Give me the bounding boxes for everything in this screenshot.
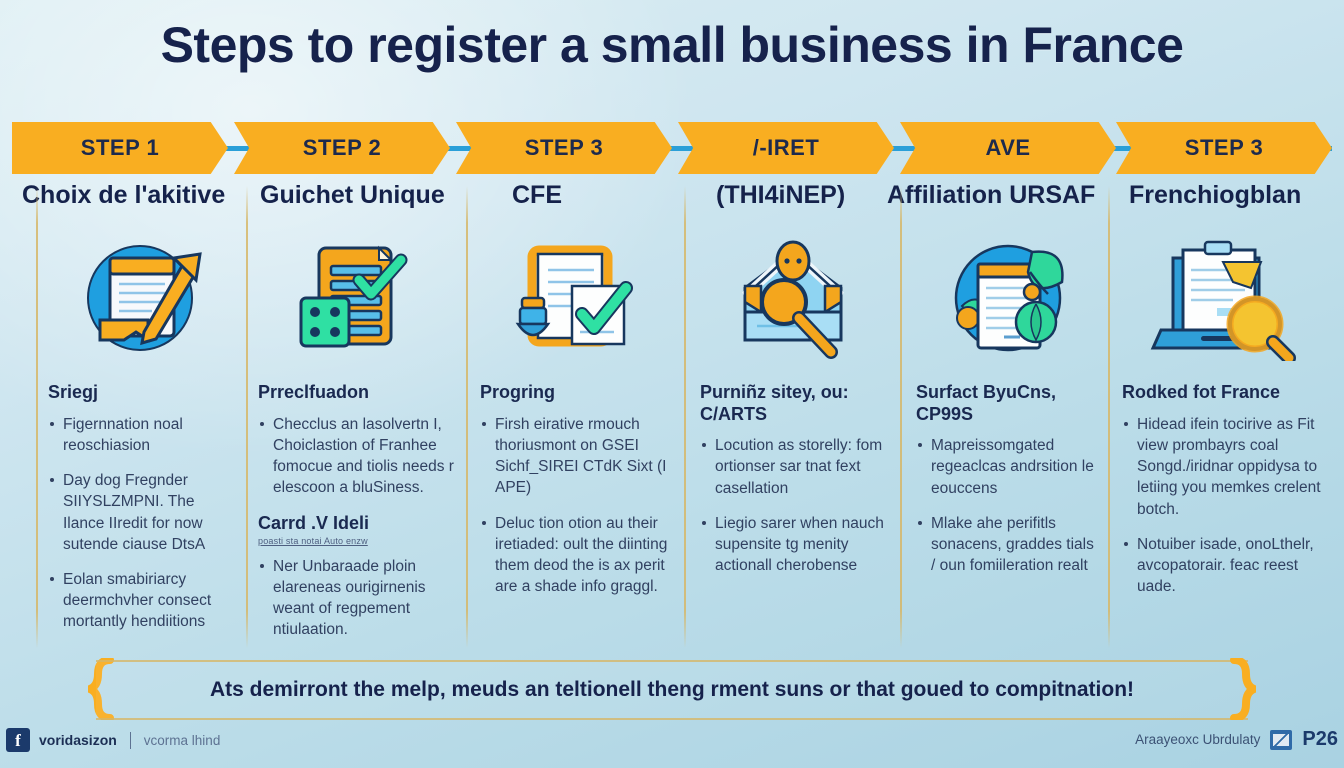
step-column-4: Purniñz sitey, ou: C/ARTS Locution as st…: [700, 232, 886, 591]
column-heading-3: CFE: [512, 181, 562, 209]
globe-document-leaf-icon: [916, 232, 1102, 364]
page-title: Steps to register a small business in Fr…: [160, 17, 1184, 73]
step-ribbon-3[interactable]: STEP 3: [456, 122, 672, 174]
footer-handle: voridasizon: [39, 732, 117, 748]
step-ribbon-6[interactable]: STEP 3: [1116, 122, 1332, 174]
column-heading-5: Affiliation URSAF: [887, 181, 1096, 209]
house-magnifier-icon: [700, 232, 886, 364]
bullet-item: Locution as storelly: fom ortionser sar …: [700, 435, 886, 499]
step-ribbon-band: STEP 1 STEP 2 STEP 3 /-IRET AVE STEP 3: [12, 122, 1332, 174]
footer-divider: [129, 731, 131, 749]
bullet-item: Figernnation noal reoschiasion: [48, 414, 238, 456]
step-ribbon-5[interactable]: AVE: [900, 122, 1116, 174]
column-2-bullets: Checclus an lasolvertn I, Choiclastion o…: [258, 414, 454, 499]
footer-subtext: vcorma lhind: [143, 732, 221, 748]
left-brace-icon: [88, 658, 114, 720]
bullet-item: Hidead ifein tocirive as Fit view promba…: [1122, 414, 1322, 520]
column-separator-4: [684, 186, 686, 648]
brand-logo-icon: [1270, 729, 1293, 750]
callout-text: Ats demirront the melp, meuds an teltion…: [209, 678, 1135, 701]
bullet-item: Ner Unbaraade ploin elareneas ourigirnen…: [258, 556, 454, 641]
bullet-item: Deluc tion otion au their iretiaded: oul…: [480, 513, 670, 598]
column-headings-row: Choix de l'akitive Guichet Unique CFE (T…: [12, 181, 1332, 226]
callout-banner: Ats demirront the melp, meuds an teltion…: [96, 660, 1248, 720]
bullet-item: Mlake ahe perifitls sonacens, graddes ti…: [916, 513, 1102, 577]
column-heading-2: Guichet Unique: [260, 181, 445, 209]
bullet-item: Mapreissomgated regeaclcas andrsition le…: [916, 435, 1102, 499]
footer-right: Araayeoxc Ubrdulaty P26: [1135, 728, 1338, 751]
column-2-body-heading: Prreclfuadon: [258, 382, 370, 402]
bullet-item: Checclus an lasolvertn I, Choiclastion o…: [258, 414, 454, 499]
connector-line: [12, 146, 1332, 151]
step-ribbon-1[interactable]: STEP 1: [12, 122, 228, 174]
column-separator-1: [36, 186, 38, 648]
column-heading-1: Choix de l'akitive: [22, 181, 226, 209]
column-separator-6: [1108, 186, 1110, 648]
column-2-sub-heading: Carrd .V Ideli: [258, 512, 370, 533]
right-brace-icon: [1230, 658, 1256, 720]
step-ribbon-2[interactable]: STEP 2: [234, 122, 450, 174]
brand-name: P26: [1302, 728, 1338, 750]
column-1-body-heading: Sriegj: [48, 382, 99, 402]
column-separator-2: [246, 186, 248, 648]
column-3-body-heading: Progring: [480, 382, 555, 402]
column-3-bullets: Firsh eirative rmouch thoriusmont on GSE…: [480, 414, 670, 598]
orange-document-check-dice-icon: [258, 232, 454, 364]
footer-left: f voridasizon vcorma lhind: [6, 728, 220, 752]
footer-credit: Araayeoxc Ubrdulaty: [1135, 732, 1261, 747]
column-heading-6: Frenchiogblan: [1129, 181, 1302, 209]
bullet-item: Day dog Fregnder SIIYSLZMPNI. The Ilance…: [48, 470, 238, 555]
column-separator-5: [900, 186, 902, 648]
column-5-bullets: Mapreissomgated regeaclcas andrsition le…: [916, 435, 1102, 576]
bullet-item: Liegio sarer when nauch supensite tg men…: [700, 513, 886, 577]
laptop-clipboard-magnifier-icon: [1122, 232, 1322, 364]
column-2-sub-subtext: poasti sta notai Auto enzw: [258, 535, 368, 546]
document-pencil-arrow-icon: [48, 232, 238, 364]
documents-checkmark-stamp-icon: [480, 232, 670, 364]
step-ribbon-4[interactable]: /-IRET: [678, 122, 894, 174]
step-column-3: Progring Firsh eirative rmouch thoriusmo…: [480, 232, 670, 611]
step-column-1: Sriegj Figernnation noal reoschiasion Da…: [48, 232, 238, 647]
column-4-body-heading: Purniñz sitey, ou: C/ARTS: [700, 382, 849, 424]
step-column-6: Rodked fot France Hidead ifein tocirive …: [1122, 232, 1322, 611]
bullet-item: Eolan smabiriarcy deermchvher consect mo…: [48, 569, 238, 633]
column-5-body-heading: Surfact ByuCns, CP99S: [916, 382, 1057, 424]
column-4-bullets: Locution as storelly: fom ortionser sar …: [700, 435, 886, 576]
facebook-icon[interactable]: f: [6, 728, 30, 752]
column-6-body-heading: Rodked fot France: [1122, 382, 1281, 402]
bullet-item: Firsh eirative rmouch thoriusmont on GSE…: [480, 414, 670, 499]
step-column-2: Prreclfuadon Checclus an lasolvertn I, C…: [258, 232, 454, 654]
column-heading-4: (THI4iNEP): [716, 181, 846, 209]
column-separator-3: [466, 186, 468, 648]
column-1-bullets: Figernnation noal reoschiasion Day dog F…: [48, 414, 238, 633]
step-column-5: Surfact ByuCns, CP99S Mapreissomgated re…: [916, 232, 1102, 591]
column-6-bullets: Hidead ifein tocirive as Fit view promba…: [1122, 414, 1322, 598]
column-2-bullets-secondary: Ner Unbaraade ploin elareneas ourigirnen…: [258, 556, 454, 641]
bullet-item: Notuiber isade, onoLthelr, avcopatorair.…: [1122, 534, 1322, 598]
